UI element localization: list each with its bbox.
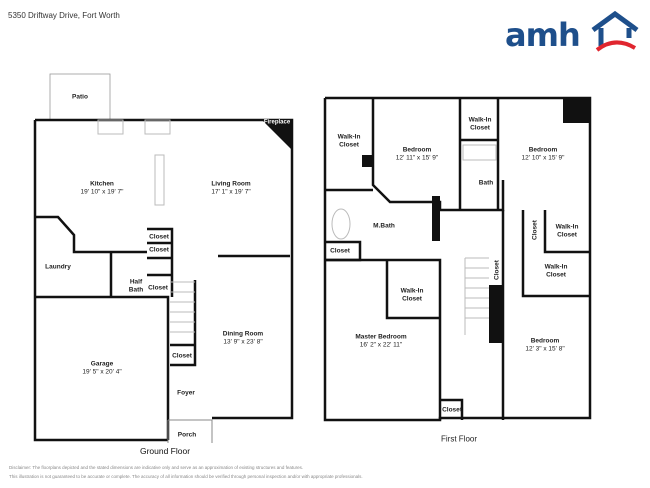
first-floor-fixtures xyxy=(331,144,497,335)
first-floor-chase xyxy=(563,98,590,123)
room-half-bath: Half Bath xyxy=(128,278,144,294)
room-closet: Closet xyxy=(149,246,169,254)
room-closet: Closet xyxy=(531,220,539,240)
room-patio: Patio xyxy=(72,93,88,101)
room-laundry: Laundry xyxy=(45,263,71,271)
room-walk-in-closet: Walk-In Closet xyxy=(468,116,492,132)
room-walk-in-closet: Walk-In Closet xyxy=(544,263,568,279)
amh-logo: amh xyxy=(505,8,640,54)
room-bath: Bath xyxy=(478,179,494,187)
ground-floor-fixtures xyxy=(97,119,195,333)
room-closet: Closet xyxy=(172,352,192,360)
first-floor-title: First Floor xyxy=(441,434,477,444)
room-closet: Closet xyxy=(149,233,169,241)
logo-text: amh xyxy=(505,16,581,54)
ground-floor-walls xyxy=(33,73,294,443)
property-address: 5350 Driftway Drive, Fort Worth xyxy=(8,11,120,20)
disclaimer-line-2: This illustration is not guaranteed to b… xyxy=(9,474,363,479)
room-foyer: Foyer xyxy=(177,389,195,397)
room-closet: Closet xyxy=(148,284,168,292)
room-porch: Porch xyxy=(177,431,197,439)
ground-floor-title: Ground Floor xyxy=(139,446,191,456)
room-closet: Closet xyxy=(330,247,350,255)
house-logo-icon xyxy=(591,10,639,52)
room-walk-in-closet: Walk-In Closet xyxy=(400,287,424,303)
room-master-bath: M.Bath xyxy=(373,222,395,230)
room-closet: Closet xyxy=(442,406,462,414)
room-closet: Closet xyxy=(493,260,501,280)
fireplace-block xyxy=(262,120,292,150)
room-fireplace: Fireplace xyxy=(263,119,291,126)
disclaimer-line-1: Disclaimer: The floorplans depicted and … xyxy=(9,465,304,470)
room-walk-in-closet: Walk-In Closet xyxy=(337,133,361,149)
room-walk-in-closet: Walk-In Closet xyxy=(555,223,579,239)
disclaimer: Disclaimer: The floorplans depicted and … xyxy=(9,463,363,481)
